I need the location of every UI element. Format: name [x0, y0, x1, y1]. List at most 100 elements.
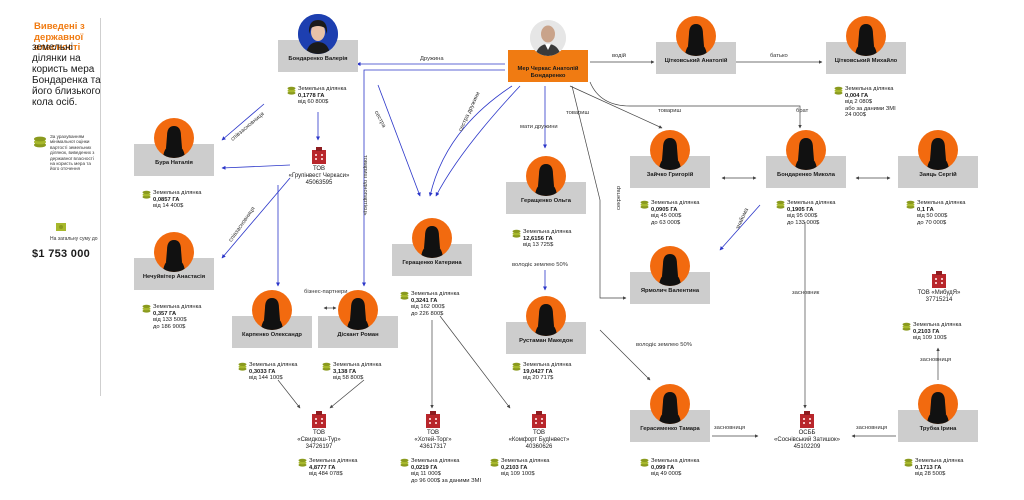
land-plot-value: від 20 717$ [523, 375, 554, 382]
avatar-icon [252, 290, 292, 330]
land-plot-area: 0,1905 ГА [787, 206, 814, 213]
company-label: ТОВ «МибудЯ»37715214 [884, 290, 994, 304]
land-plot-value: від 60 800$ [298, 99, 329, 106]
land-plot-title: Земельна ділянка [845, 86, 894, 92]
land-plot-title: Земельна ділянка [651, 200, 700, 206]
land-plot-value: від 109 100$ [501, 471, 535, 478]
coins-icon [34, 136, 46, 148]
company-label-line: 45102209 [793, 444, 821, 450]
person-node-zaichko: Зайчко Григорій [630, 130, 710, 206]
edge-label-zasnovnytsia-2: засновниця [856, 425, 888, 431]
land-plot-title: Земельна ділянка [917, 200, 966, 206]
company-label-line: «Комфорт БудІнвест» [508, 437, 570, 443]
company-node-mybud: ТОВ «МибудЯ»37715214 [884, 270, 994, 310]
company-label-line: «Соснівський Затишок» [774, 437, 840, 443]
company-label-line: ТОВ «МибудЯ» [917, 290, 961, 296]
land-plot-value: до 96 000$ за даними ЗМІ [411, 477, 482, 484]
person-node-yarmolych: Ярмолич Валентина [630, 246, 710, 322]
avatar-icon [918, 384, 958, 424]
person-name: Заяць Сергій [919, 172, 957, 178]
avatar-icon [650, 246, 690, 286]
sidebar: Виведені з державної власності земельні … [0, 0, 108, 500]
land-plot-value: від 14 400$ [153, 203, 184, 210]
land-plot-title: Земельна ділянка [523, 229, 572, 235]
land-plot-area: 0,357 ГА [153, 310, 177, 317]
company-label-line: «Свидкош-Тур» [297, 437, 341, 443]
company-label: ТОВ«Хотей-Торг»43617317 [378, 430, 488, 451]
coins-icon [142, 304, 151, 313]
coins-icon [400, 291, 409, 300]
land-plot-value: від 484 078$ [309, 471, 343, 478]
person-node-tsitkovsky-m: Цітковський Михайло [826, 16, 906, 92]
coins-icon [298, 458, 307, 467]
land-plot-value: від 2 080$ [845, 99, 873, 106]
person-node-mayor: Мер Черкас Анатолій Бондаренко [508, 20, 588, 100]
land-plot-title: Земельна ділянка [913, 322, 962, 328]
coins-icon [490, 458, 499, 467]
company-label-line: 45063595 [305, 180, 333, 186]
land-plot-area: 0,004 ГА [845, 92, 869, 99]
avatar-icon [650, 384, 690, 424]
money-icon [56, 223, 66, 231]
land-plot-title: Земельна ділянка [298, 86, 347, 92]
person-name: Карпенко Олександр [242, 332, 302, 338]
land-plot-title: Земельна ділянка [787, 200, 836, 206]
person-node-nechuyvitr: Нечуйвітер Анастасія [134, 232, 214, 308]
person-node-karpenko: Карпенко Олександр [232, 290, 312, 366]
company-node-khotel: ТОВ«Хотей-Торг»43617317 [378, 410, 488, 450]
edge-label-zasnovnytsia-1: засновниця [714, 425, 746, 431]
coins-icon [902, 322, 911, 331]
person-node-zayets: Заяць Сергій [898, 130, 978, 206]
edge-label-tovarysh-2: товариш [658, 108, 682, 114]
sidebar-title-accent: Виведені з державної власності [34, 21, 85, 53]
avatar-icon [530, 20, 566, 56]
land-plot-title: Земельна ділянка [153, 304, 202, 310]
land-plot-area: 3,138 ГА [333, 368, 357, 375]
edge-mayor-dikant [362, 69, 505, 287]
person-name: Мер Черкас Анатолій Бондаренко [517, 66, 579, 79]
person-name: Цітковський Михайло [834, 58, 898, 64]
edge-label-maty-druzhyny: мати дружини [520, 124, 558, 130]
person-name: Цітковський Анатолій [664, 58, 728, 64]
land-plot-value: від 95 000$ [787, 213, 818, 220]
edge-label-tovarysh-odnopartiets: товариш однопартієць [362, 155, 368, 216]
sidebar-total: $1 753 000 [32, 248, 91, 260]
company-node-svidkosh: ТОВ«Свидкош-Тур»34726197 [264, 410, 374, 450]
land-plot-area: 0,2103 ГА [913, 328, 940, 335]
building-icon [932, 271, 946, 288]
coins-icon [512, 229, 521, 238]
land-plot-value: від 58 800$ [333, 375, 364, 382]
sidebar-divider [100, 18, 101, 396]
person-name: Бондаренко Валерія [288, 56, 348, 62]
land-plot-area: 0,0905 ГА [651, 206, 678, 213]
land-plot-title: Земельна ділянка [523, 362, 572, 368]
land-plot-value: від 13 725$ [523, 242, 554, 249]
edge-label-biznes-partnery: бізнес-партнери [304, 289, 348, 295]
person-node-gerasimenko: Герасименко Тамара [630, 384, 710, 460]
company-label: ТОВ«Свидкош-Тур»34726197 [264, 430, 374, 451]
land-plot-value: до 63 000$ [651, 219, 681, 226]
company-node-osbb: ОСББ«Соснівський Затишок»45102209 [752, 410, 862, 450]
avatar-icon [650, 130, 690, 170]
coins-icon [512, 362, 521, 371]
land-plot-title: Земельна ділянка [501, 458, 550, 464]
edge-mayor-gerashchenko-k [428, 85, 513, 197]
company-label-line: ОСББ [798, 430, 816, 436]
land-plot-value: від 162 000$ [411, 304, 445, 311]
land-plot-value: від 50 000$ [917, 213, 948, 220]
sidebar-title: Виведені з державної власності [34, 21, 98, 54]
land-plot-title: Земельна ділянка [249, 362, 298, 368]
land-plot-title: Земельна ділянка [309, 458, 358, 464]
